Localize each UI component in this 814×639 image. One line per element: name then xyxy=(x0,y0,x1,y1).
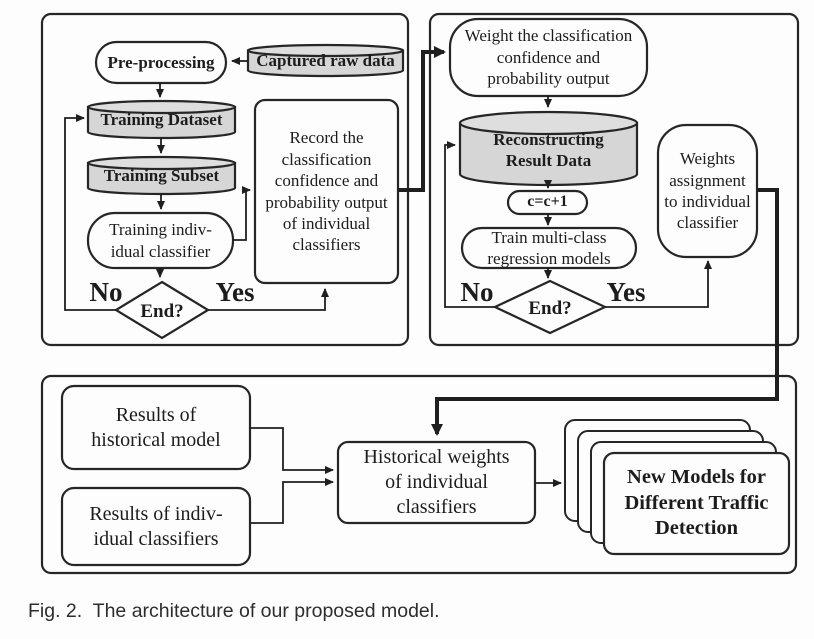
historical-weights-node xyxy=(336,440,537,525)
training-subset-cylinder xyxy=(86,155,237,196)
combination-panel-outline xyxy=(40,374,798,575)
arrow-yes-right-to-weights xyxy=(605,260,712,308)
training-dataset-cylinder xyxy=(86,99,237,140)
arrow-no-left-to-dataset xyxy=(64,114,116,311)
connectors-thin xyxy=(64,57,712,524)
weighting-panel-outline xyxy=(428,12,800,347)
results-individual-node xyxy=(60,486,252,567)
end-decision-right-diamond xyxy=(492,279,608,335)
weight-output-node xyxy=(448,17,649,98)
arrow-no-right-to-reconstructing xyxy=(444,141,495,308)
record-box-node xyxy=(253,98,400,285)
training-panel-outline xyxy=(40,12,410,347)
weights-assignment-node xyxy=(656,123,759,259)
new-models-front-card xyxy=(602,451,791,556)
counter-increment-node xyxy=(506,189,589,216)
arrow-historical-results-to-weights xyxy=(250,427,334,474)
captured-raw-data-cylinder xyxy=(246,43,405,78)
results-historical-node xyxy=(60,384,252,471)
figure-caption: Fig. 2. The architecture of our proposed… xyxy=(28,600,440,622)
connectors-thick xyxy=(398,46,779,436)
end-decision-left-diamond xyxy=(113,280,211,340)
arrow-yes-left-to-record xyxy=(208,288,329,311)
new-models-card-stack xyxy=(564,419,791,556)
arrow-weights-to-historical-weights xyxy=(431,188,779,436)
train-regression-node xyxy=(460,226,638,270)
pre-processing-node xyxy=(94,40,228,85)
arrow-classifier-to-record xyxy=(233,186,251,241)
training-individual-classifier-node xyxy=(86,211,235,270)
arrow-individual-results-to-weights xyxy=(250,478,334,524)
reconstructing-result-data-cylinder xyxy=(458,110,639,187)
arrow-record-to-weight-panel xyxy=(398,46,446,192)
